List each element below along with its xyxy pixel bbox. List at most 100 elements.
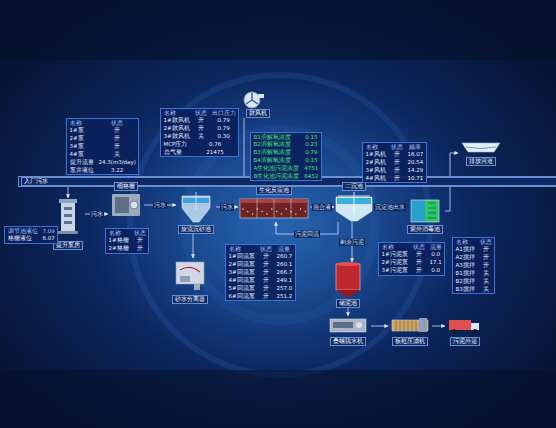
table-cell: 249.1 [274,277,295,285]
table-row: B生化池污泥浓度6452 [251,172,321,180]
dewatering-machine-icon [330,319,366,332]
data-table: 名称状态频率1#风机开16.072#风机开20.543#风机开14.294#风机… [362,142,427,183]
table-grid: 名称状态流量1#回流泵开260.72#回流泵开260.13#回流泵开266.74… [226,245,295,300]
bio-tank-icon [300,208,302,210]
table-cell: 名称 [226,245,257,253]
table-cell: 开 [388,159,405,167]
table-cell: 名称 [67,119,96,127]
table-cell: 开 [96,127,138,135]
bio-tank-icon [285,208,287,210]
uv-disinfection-icon [411,200,425,222]
table-cell: B生化池污泥浓度 [251,172,302,180]
table-row: A3搅拌开 [453,262,494,270]
table-row: 名称状态流量 [226,245,295,253]
table-cell: B3溶解氧浓度 [251,149,302,157]
table-cell: B4溶解氧浓度 [251,157,302,165]
table-row: 1#泵开 [67,127,138,135]
table-cell: 开 [257,253,274,261]
table-row: 1#格栅开 [106,237,148,245]
unit-label: 紫外消毒池 [407,225,443,234]
table-cell: 24.3(m3/day) [96,158,138,166]
table-cell: 开 [96,143,138,151]
truck-icon [449,320,479,333]
truck-icon [473,329,477,333]
table-cell: 1#格栅 [106,237,131,245]
table-row: B3搅拌关 [453,285,494,293]
table-cell: 状态 [388,143,405,151]
truck-icon [452,329,456,333]
data-table: B1溶解氧浓度0.15B2溶解氧浓度0.23B3溶解氧浓度0.79B4溶解氧浓度… [250,132,322,181]
table-cell: 0.79 [209,125,238,133]
table-cell: 17.1 [427,259,444,267]
table-cell: 开 [257,277,274,285]
unit-label: 鼓风机 [246,109,270,118]
table-row: 格栅液位6.07 [5,235,57,243]
bio-tank-icon [252,213,254,215]
table-cell: A1搅拌 [453,246,477,254]
flow-label: 沉淀池出水 [374,204,406,211]
blower-icon [246,93,258,104]
river-icon [462,143,500,152]
filter-press-icon [419,318,427,332]
table-cell: 260.1 [274,261,295,269]
grit-chamber-icon [196,192,197,210]
screen-machine-icon [112,194,140,216]
table-cell: 状态 [96,119,138,127]
data-table: 调节池液位7.09格栅液位6.07 [4,226,58,244]
screen-machine-icon [112,194,140,216]
table-grid: 名称状态1#泵开2#泵开3#泵开4#泵关提升流量24.3(m3/day)泵井液位… [67,119,138,174]
table-cell: 开 [477,262,494,270]
table-row: 3#鼓风机关0.30 [161,133,238,141]
table-row: B1溶解氧浓度0.15 [251,133,321,141]
clarifier-icon [336,192,372,221]
table-row: MCP压力0.76 [161,141,238,149]
table-cell: 关 [477,277,494,285]
process-unit: 细格栅 [108,182,144,222]
table-row: 2#回流泵开260.1 [226,261,295,269]
table-cell: 开 [410,251,427,259]
table-row: 名称状态 [106,229,148,237]
table-cell: 流量 [427,243,444,251]
flow-line [193,234,194,258]
bio-tank-icon [242,208,306,215]
table-cell: 开 [96,135,138,143]
table-cell: A3搅拌 [453,262,477,270]
table-cell: 3.22 [96,166,138,174]
table-cell: 1#鼓风机 [161,117,192,125]
dewatering-machine-icon [333,322,353,328]
process-unit: 储泥池 [331,262,365,308]
table-cell: 6.07 [40,235,57,243]
table-row: B1搅拌关 [453,270,494,278]
table-cell: 0.0 [427,267,444,275]
table-cell: 关 [96,151,138,159]
truck-icon [471,323,479,330]
table-cell: 266.7 [274,269,295,277]
table-row: 3#泵开 [67,143,138,151]
table-cell: 关 [477,270,494,278]
process-unit: 紫外消毒池 [405,198,445,234]
table-cell: 2#污泥泵 [379,259,410,267]
background [0,370,556,428]
table-cell: 调节池液位 [5,227,40,235]
table-cell: 3#鼓风机 [161,133,192,141]
table-cell: 开 [257,269,274,277]
table-row: B2搅拌关 [453,277,494,285]
table-row: B4溶解氧浓度0.15 [251,157,321,165]
table-cell: 开 [410,259,427,267]
table-cell: 泵井液位 [67,166,96,174]
table-row: 名称状态 [67,119,138,127]
table-cell: 0.76 [192,141,238,149]
bio-tank-icon [242,208,244,210]
table-cell: 2#泵 [67,135,96,143]
sludge-tank-icon [336,290,360,298]
table-cell: B1搅拌 [453,270,477,278]
table-cell: 0.0 [427,251,444,259]
table-cell: 名称 [161,109,192,117]
process-unit: 旋流沉砂池 [176,192,216,234]
table-cell: 开 [477,254,494,262]
table-cell: 出口压力 [209,109,238,117]
table-cell: 1#泵 [67,127,96,135]
table-row: B2溶解氧浓度0.23 [251,141,321,149]
table-cell: 状态 [410,243,427,251]
